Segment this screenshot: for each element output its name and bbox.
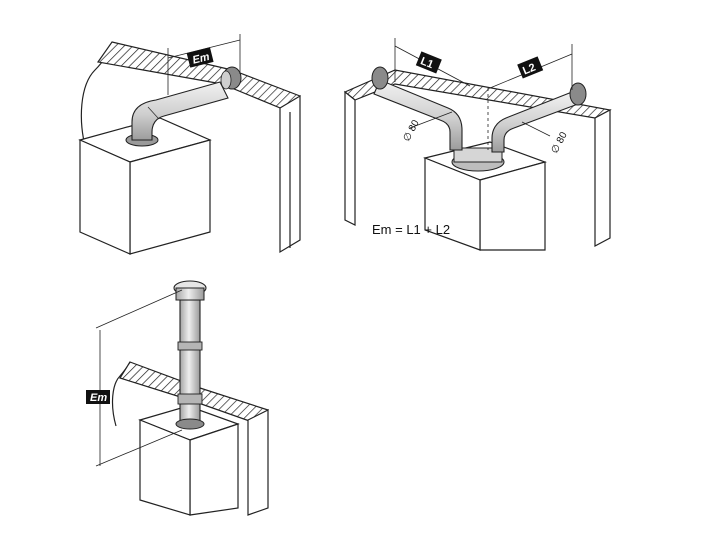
horizontal-flue-pipe <box>131 81 229 141</box>
em-top-label: Em <box>186 47 214 68</box>
formula-text: Em = L1 + L2 <box>372 222 450 237</box>
pipe-l1 <box>373 79 463 151</box>
diam-left-leader <box>409 111 453 129</box>
svg-text:L2: L2 <box>521 61 537 77</box>
twin-wall-right-face <box>594 109 611 247</box>
pipe-l2-terminal <box>569 82 587 106</box>
em-vertical-extension-bottom <box>95 429 183 467</box>
vertical-wall-right-face <box>247 409 269 516</box>
svg-text:Em: Em <box>90 392 107 404</box>
terminal-ring <box>220 70 232 90</box>
svg-text:Em: Em <box>191 51 211 67</box>
vertical-boiler-front <box>189 423 239 516</box>
svg-text:L1: L1 <box>419 55 435 71</box>
diam-right-leader <box>521 121 551 137</box>
pipe-l1-terminal <box>371 66 389 90</box>
pipe-coupling-upper <box>177 341 203 351</box>
horizontal-flue-view: Em <box>78 34 301 255</box>
diam-right-label: ∅ 80 <box>549 130 570 156</box>
l1-label: L1 <box>415 51 442 74</box>
diam-left-label: ∅ 80 <box>401 118 422 144</box>
twin-flue-view: L1 L2 ∅ 80 ∅ 80 Em = L1 + L2 <box>343 38 612 251</box>
em-left-label: Em <box>86 390 110 404</box>
pipe-l2 <box>491 91 579 153</box>
elbow-joint <box>147 106 159 119</box>
twin-wall-left-face <box>344 90 356 226</box>
vertical-flue-view: Em <box>86 280 269 516</box>
twin-boiler-side <box>424 157 481 251</box>
roof-terminal-body <box>175 287 205 301</box>
l2-label: L2 <box>517 56 544 79</box>
em-vertical-extension-top <box>95 289 183 329</box>
twin-adapter-body <box>453 147 503 163</box>
pipe-coupling-lower <box>177 393 203 405</box>
boiler-side <box>79 139 131 255</box>
vertical-base-collar <box>175 418 205 430</box>
